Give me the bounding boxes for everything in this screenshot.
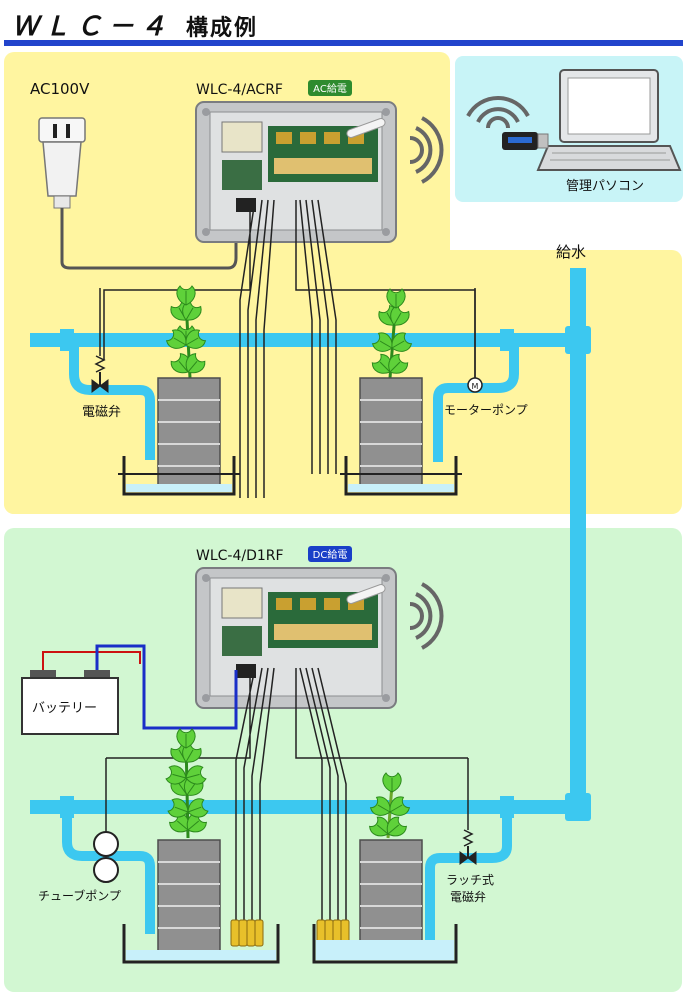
water-supply-label: 給水 bbox=[556, 243, 586, 261]
tube-pump-icon bbox=[93, 758, 119, 883]
dc-badge bbox=[308, 546, 352, 562]
main-supply-pipe bbox=[570, 268, 586, 814]
tube-pump-label: チューブポンプ bbox=[38, 888, 121, 903]
solenoid-valve-icon bbox=[91, 288, 109, 393]
pc-label: 管理パソコン bbox=[566, 179, 644, 194]
latch-valve-icon bbox=[459, 758, 477, 865]
top-pipe-joint-left bbox=[60, 329, 74, 351]
title-rule bbox=[4, 40, 683, 46]
battery-red-wire bbox=[42, 651, 141, 670]
tray-bottom-left bbox=[122, 924, 280, 964]
ac-badge-label: AC給電 bbox=[313, 82, 347, 95]
usb-dongle-icon bbox=[502, 132, 549, 150]
pc-wireless-icon bbox=[466, 96, 530, 129]
plant-bottom-left bbox=[164, 728, 210, 839]
tray-top-left bbox=[118, 456, 240, 496]
laptop-icon bbox=[536, 69, 682, 171]
tray-bottom-right bbox=[312, 924, 458, 964]
left-branch-pipe bbox=[69, 347, 155, 460]
dc-controller-label: WLC-4/D1RF bbox=[196, 548, 284, 564]
bottom-pipe-joint-right bbox=[500, 796, 514, 818]
ac-badge bbox=[308, 80, 352, 96]
svg-text:M: M bbox=[472, 382, 479, 391]
dc-wire-bundle-right bbox=[295, 667, 468, 920]
battery-label: バッテリー bbox=[32, 701, 97, 716]
pot-bottom-left bbox=[157, 839, 221, 953]
ac-plug-icon bbox=[38, 117, 86, 209]
battery-blue-wire bbox=[95, 644, 238, 730]
plant-bottom-right bbox=[367, 772, 412, 842]
power-cord bbox=[60, 208, 238, 270]
dc-wire-bundle-left bbox=[106, 667, 275, 920]
ac-controller-label: WLC-4/ACRF bbox=[196, 82, 283, 98]
pot-bottom-right bbox=[359, 839, 423, 953]
latch-valve-label-2: 電磁弁 bbox=[450, 889, 486, 904]
ac-wire-bundle-right bbox=[295, 199, 476, 474]
top-pump-label: モーターポンプ bbox=[444, 403, 528, 417]
moisture-probes-right bbox=[316, 919, 350, 947]
top-pipe-joint-right bbox=[500, 329, 514, 351]
plant-top-right bbox=[369, 288, 414, 379]
power-label: AC100V bbox=[30, 80, 90, 98]
battery-icon bbox=[21, 670, 119, 735]
bottom-pipe-fitting bbox=[565, 793, 591, 821]
plant-top-left bbox=[164, 285, 208, 379]
moisture-probes-left bbox=[230, 919, 264, 947]
top-pipe-fitting bbox=[565, 326, 591, 354]
top-valve-label: 電磁弁 bbox=[82, 405, 121, 420]
dc-badge-label: DC給電 bbox=[313, 548, 348, 561]
tray-top-right bbox=[340, 456, 462, 496]
latch-valve-label-1: ラッチ式 bbox=[446, 873, 494, 887]
page-subtitle: 構成例 bbox=[186, 16, 259, 41]
bottom-pipe-joint-left bbox=[60, 796, 74, 818]
